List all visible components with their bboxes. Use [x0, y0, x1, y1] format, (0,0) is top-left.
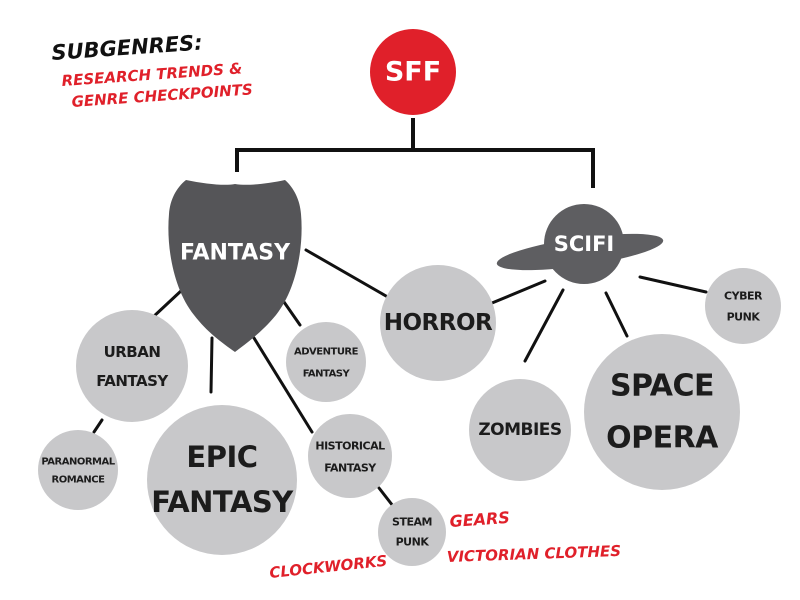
- historical-fantasy-circle: [308, 414, 392, 498]
- historical-fantasy-line2: FANTASY: [324, 462, 377, 475]
- diagram-header: SUBGENRES: RESEARCH TRENDS & GENRE CHECK…: [51, 30, 254, 111]
- node-cyber-punk[interactable]: CYBER PUNK: [705, 268, 781, 344]
- horror-circle: [380, 265, 496, 381]
- shield-icon: [168, 180, 302, 352]
- link-historical-steampunk: [377, 486, 395, 508]
- node-horror[interactable]: HORROR: [380, 265, 496, 381]
- header-title: SUBGENRES:: [51, 30, 204, 65]
- paranormal-romance-circle: [38, 430, 118, 510]
- cyber-punk-line2: PUNK: [727, 311, 761, 324]
- sff-label: SFF: [385, 57, 441, 88]
- planet-icon: [544, 204, 624, 284]
- connector-lines: [92, 118, 708, 508]
- annotation-victorian-clothes: VICTORIAN CLOTHES: [447, 542, 622, 566]
- node-historical-fantasy[interactable]: HISTORICAL FANTASY: [308, 414, 392, 498]
- sff-circle: [370, 29, 456, 115]
- urban-fantasy-line1: URBAN: [104, 343, 161, 361]
- epic-fantasy-line2: FANTASY: [151, 485, 294, 519]
- horror-label: HORROR: [384, 310, 493, 336]
- historical-fantasy-line1: HISTORICAL: [315, 440, 385, 453]
- epic-fantasy-circle: [147, 405, 297, 555]
- root-bracket: [235, 118, 595, 188]
- steam-punk-line2: PUNK: [396, 536, 430, 549]
- fantasy-label: FANTASY: [180, 241, 291, 266]
- node-paranormal-romance[interactable]: PARANORMAL ROMANCE: [38, 430, 118, 510]
- node-epic-fantasy[interactable]: EPIC FANTASY: [147, 405, 297, 555]
- cyber-punk-circle: [705, 268, 781, 344]
- link-urban-paranormal: [92, 418, 104, 434]
- annotation-clockworks: CLOCKWORKS: [269, 552, 389, 582]
- node-space-opera[interactable]: SPACE OPERA: [584, 334, 740, 490]
- zombies-circle: [469, 379, 571, 481]
- space-opera-circle: [584, 334, 740, 490]
- node-urban-fantasy[interactable]: URBAN FANTASY: [76, 310, 188, 422]
- link-fantasy-adventure: [282, 300, 302, 327]
- link-fantasy-historical: [252, 336, 314, 434]
- node-steam-punk[interactable]: STEAM PUNK: [378, 498, 446, 566]
- adventure-fantasy-line1: ADVENTURE: [294, 347, 359, 358]
- annotation-gears: GEARS: [449, 508, 510, 531]
- link-fantasy-urban: [150, 288, 184, 320]
- zombies-label: ZOMBIES: [478, 420, 561, 440]
- link-scifi-zombies: [523, 288, 565, 363]
- space-opera-line2: OPERA: [606, 421, 719, 456]
- node-scifi[interactable]: SCIFI: [495, 204, 665, 284]
- adventure-fantasy-circle: [286, 322, 366, 402]
- steam-punk-line1: STEAM: [392, 516, 432, 529]
- urban-fantasy-line2: FANTASY: [96, 372, 169, 390]
- epic-fantasy-line1: EPIC: [186, 440, 257, 474]
- node-sff[interactable]: SFF: [370, 29, 456, 115]
- node-adventure-fantasy[interactable]: ADVENTURE FANTASY: [286, 322, 366, 402]
- link-scifi-cyberpunk: [638, 275, 708, 294]
- paranormal-romance-line2: ROMANCE: [52, 475, 106, 486]
- urban-fantasy-circle: [76, 310, 188, 422]
- link-scifi-spaceopera: [604, 291, 629, 338]
- steam-punk-circle: [378, 498, 446, 566]
- paranormal-romance-line1: PARANORMAL: [41, 457, 115, 468]
- node-fantasy[interactable]: FANTASY: [168, 180, 302, 352]
- node-zombies[interactable]: ZOMBIES: [469, 379, 571, 481]
- scifi-label: SCIFI: [554, 232, 615, 256]
- cyber-punk-line1: CYBER: [724, 290, 763, 303]
- link-fantasy-horror: [304, 248, 388, 298]
- link-scifi-horror: [490, 279, 547, 305]
- adventure-fantasy-line2: FANTASY: [303, 369, 351, 380]
- steampunk-annotations: GEARS CLOCKWORKS VICTORIAN CLOTHES: [269, 508, 622, 582]
- link-fantasy-epic: [209, 336, 214, 394]
- space-opera-line1: SPACE: [610, 369, 714, 404]
